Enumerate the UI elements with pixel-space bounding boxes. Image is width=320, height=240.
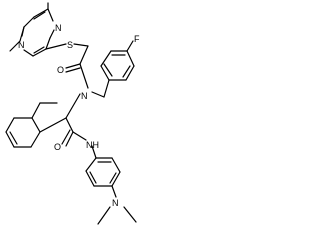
fluorine-label: F [134, 34, 140, 44]
bond [103, 79, 110, 98]
bond [30, 131, 41, 148]
bond [31, 102, 41, 119]
pyrimidine-ring [9, 2, 67, 57]
bond [33, 46, 45, 54]
bond [126, 50, 135, 67]
bond [79, 63, 89, 89]
bond [65, 63, 81, 69]
bond [33, 8, 49, 18]
bond [45, 43, 67, 50]
bond [123, 206, 137, 223]
carbonyl-oxygen-upper-label: O [57, 65, 64, 75]
bond [97, 206, 111, 225]
bond [33, 11, 46, 20]
molecule-drawing: N N S O N F O NH N [5, 2, 140, 225]
sulfur-label: S [67, 40, 73, 50]
bond [91, 91, 105, 98]
bond [39, 117, 67, 133]
bond [9, 40, 21, 52]
bond [61, 129, 71, 145]
dimethylaminophenyl-group [85, 157, 137, 225]
dimethylamino-nitrogen-label: N [112, 198, 119, 208]
bond [111, 171, 121, 187]
bond [79, 45, 89, 65]
bond [103, 63, 113, 77]
bond [85, 170, 95, 187]
ring-nitrogen-upper-label: N [55, 23, 62, 33]
bond [122, 65, 131, 78]
bond [65, 93, 81, 119]
bond [72, 131, 87, 141]
bond [32, 48, 47, 57]
ring-nitrogen-lower-label: N [18, 40, 25, 50]
bond [45, 37, 51, 50]
bond [5, 117, 15, 133]
bond [109, 172, 117, 184]
bond [9, 131, 18, 145]
bond [125, 65, 135, 81]
bond [5, 131, 15, 148]
bond [85, 157, 97, 172]
bond [89, 171, 97, 184]
bond [91, 145, 97, 159]
bond [111, 185, 117, 198]
bond [111, 157, 121, 173]
amide-nitrogen-label: N [81, 91, 88, 101]
bond [73, 43, 89, 47]
carbonyl-oxygen-lower-label: O [54, 142, 61, 152]
bond [23, 16, 35, 28]
bond [47, 8, 54, 22]
bond [21, 26, 25, 37]
bond [23, 49, 34, 57]
thioether-linker [65, 43, 89, 89]
bond [100, 65, 110, 81]
structure-diagram: N N S O N F O NH N [0, 0, 152, 227]
bond [65, 117, 74, 133]
fluorobenzyl-group [91, 40, 135, 98]
bond [49, 29, 55, 39]
bond [31, 117, 41, 133]
cyclohexenyl-ring [5, 102, 58, 148]
anilide-nh-label: NH [86, 140, 99, 150]
bond [126, 40, 134, 52]
amide-backbone [39, 93, 97, 159]
bond [65, 67, 81, 73]
bond [65, 131, 74, 147]
bond [100, 50, 112, 67]
